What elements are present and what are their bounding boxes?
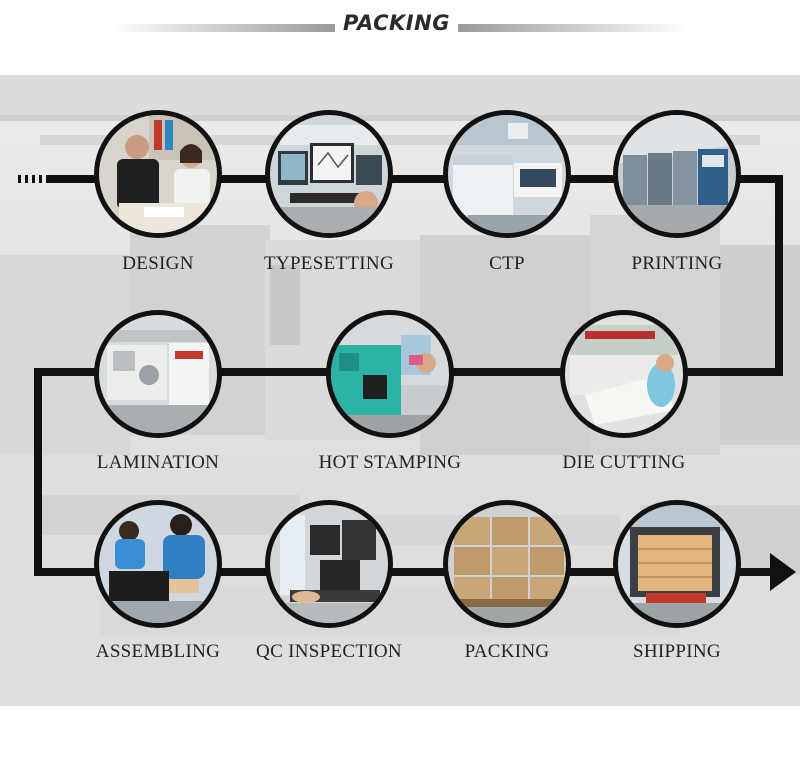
step-label-qc-inspection: QC INSPECTION bbox=[256, 641, 402, 662]
step-lamination bbox=[94, 310, 222, 438]
step-hot-stamping bbox=[326, 310, 454, 438]
step-design bbox=[94, 110, 222, 238]
step-label-design: DESIGN bbox=[122, 253, 194, 274]
hot-stamping-photo bbox=[331, 315, 449, 433]
typesetting-photo bbox=[270, 115, 388, 233]
step-label-assembling: ASSEMBLING bbox=[95, 641, 221, 662]
step-label-hot-stamping: HOT STAMPING bbox=[318, 452, 462, 473]
header: PACKING bbox=[0, 0, 800, 75]
step-ctp bbox=[443, 110, 571, 238]
step-label-typesetting: TYPESETTING bbox=[264, 253, 394, 274]
step-typesetting bbox=[265, 110, 393, 238]
printing-photo bbox=[618, 115, 736, 233]
step-packing bbox=[443, 500, 571, 628]
footer bbox=[0, 706, 800, 766]
header-divider-right bbox=[458, 24, 688, 32]
shipping-photo bbox=[618, 505, 736, 623]
arrow-head-icon bbox=[770, 553, 796, 591]
step-label-die-cutting: DIE CUTTING bbox=[562, 452, 686, 473]
step-label-packing: PACKING bbox=[464, 641, 550, 662]
step-die-cutting bbox=[560, 310, 688, 438]
lamination-photo bbox=[99, 315, 217, 433]
assembling-photo bbox=[99, 505, 217, 623]
step-qc-inspection bbox=[265, 500, 393, 628]
die-cutting-photo bbox=[565, 315, 683, 433]
header-divider-left bbox=[110, 24, 335, 32]
ctp-photo bbox=[448, 115, 566, 233]
step-label-printing: PRINTING bbox=[631, 253, 723, 274]
step-shipping bbox=[613, 500, 741, 628]
design-photo bbox=[99, 115, 217, 233]
page-title: PACKING bbox=[343, 11, 450, 35]
step-label-lamination: LAMINATION bbox=[96, 452, 220, 473]
packing-photo bbox=[448, 505, 566, 623]
step-assembling bbox=[94, 500, 222, 628]
step-label-ctp: CTP bbox=[489, 253, 525, 274]
step-label-shipping: SHIPPING bbox=[633, 641, 721, 662]
step-printing bbox=[613, 110, 741, 238]
qc-inspection-photo bbox=[270, 505, 388, 623]
